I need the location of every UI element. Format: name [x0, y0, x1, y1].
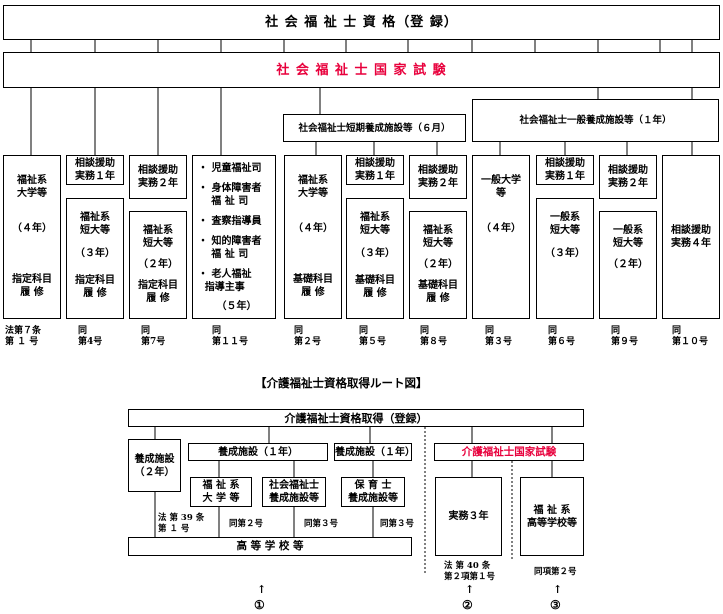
social-worker-qualification-title: 社 会 福 祉 士 資 格（登 録） [3, 5, 720, 40]
col1-box: 福祉系 大学等 （４年） 指定科目 履 修 [3, 155, 61, 319]
col9-box: 一般系 短大等 （３年） [536, 198, 594, 319]
col3-foot: 指定科目 履 修 [138, 280, 178, 304]
care-exam-box: 介護福祉士国家試験 [434, 443, 584, 461]
col1-title: 福祉系 大学等 [17, 175, 47, 199]
col10-ref: 同 第９号 [611, 326, 639, 347]
col7-title: 福祉系 短大等 [423, 225, 453, 249]
care-welfare-highschool-box: 福 祉 系 高等学校等 [520, 477, 584, 556]
care-route-caption: 【介護福祉士資格取得ルート図】 [255, 376, 428, 390]
col2-years: （３年） [75, 248, 115, 259]
col9-ref: 同 第６号 [548, 326, 576, 347]
col4-ref: 同 第１１号 [212, 326, 249, 347]
col10-top-box: 相談援助 実務２年 [599, 155, 657, 199]
col7-foot: 基礎科目 履 修 [418, 280, 458, 304]
col6-top-box: 相談援助 実務１年 [346, 155, 404, 185]
care-social-facility-box: 社会福祉士 養成施設等 [262, 477, 326, 507]
col10-years: （２年） [608, 259, 648, 270]
col3-title: 福祉系 短大等 [143, 225, 173, 249]
col11-box: 相談援助 実務４年 [662, 155, 720, 319]
col3-ref: 同 第7号 [141, 326, 166, 347]
route-3-marker: ③ [550, 598, 561, 612]
col6-title: 福祉系 短大等 [360, 212, 390, 236]
route-2-arrow: ↑ [465, 583, 475, 596]
col4-item-1: ・ 児童福祉司 [198, 163, 262, 174]
col8-years: （４年） [481, 223, 521, 234]
col6-box: 福祉系 短大等 （３年） 基礎科目 履 修 [346, 198, 404, 319]
short-term-facility-box: 社会福祉士短期養成施設等（６月） [283, 114, 466, 142]
col4-item-5: ・ 老人福祉 指導主事 [198, 269, 252, 293]
col4-item-3: ・ 査察指導員 [198, 216, 262, 227]
col5-ref: 同 第２号 [294, 326, 322, 347]
col1-ref: 法第７条 第 １ 号 [5, 326, 42, 347]
col5-years: （４年） [293, 223, 333, 234]
route-2-marker: ② [462, 598, 473, 612]
care-practice-box: 実務３年 [435, 477, 502, 556]
general-facility-box: 社会福祉士一般養成施設等（１年） [472, 99, 719, 142]
col2-title: 福祉系 短大等 [80, 212, 110, 236]
col7-box: 福祉系 短大等 （２年） 基礎科目 履 修 [409, 211, 467, 319]
col2-box: 福祉系 短大等 （３年） 指定科目 履 修 [66, 198, 124, 319]
col6-ref: 同 第５号 [359, 326, 387, 347]
col1-foot: 指定科目 履 修 [12, 274, 52, 298]
care-ref-3b: 同第３号 [380, 519, 415, 529]
care-ref-3: 同第３号 [304, 519, 339, 529]
col7-years: （２年） [418, 259, 458, 270]
col8-ref: 同 第３号 [485, 326, 513, 347]
care-facility-1yr-b: 養成施設（１年） [334, 443, 415, 461]
care-facility-1yr: 養成施設（１年） [188, 443, 328, 461]
col9-years: （３年） [545, 248, 585, 259]
social-worker-exam-bar: 社 会 福 祉 士 国 家 試 験 [3, 52, 720, 88]
col5-foot: 基礎科目 履 修 [293, 274, 333, 298]
col10-box: 一般系 短大等 （２年） [599, 211, 657, 319]
care-nursery-facility-box: 保 育 士 養成施設等 [341, 477, 405, 507]
care-univ-box: 福 祉 系 大 学 等 [190, 477, 252, 507]
col6-years: （３年） [355, 248, 395, 259]
col8-title: 一般大学 等 [481, 175, 521, 199]
col4-item-4: ・ 知的障害者 福 祉 司 [198, 236, 262, 260]
col2-ref: 同 第4号 [78, 326, 103, 347]
route-3-arrow: ↑ [553, 583, 563, 596]
col5-title: 福祉系 大学等 [298, 175, 328, 199]
col2-top-box: 相談援助 実務１年 [66, 155, 124, 185]
col11-ref: 同 第１０号 [672, 326, 709, 347]
col7-top-box: 相談援助 実務２年 [409, 155, 467, 199]
col2-foot: 指定科目 履 修 [75, 275, 115, 299]
col10-title: 一般系 短大等 [613, 225, 643, 249]
col4-item-2: ・ 身体障害者 福 祉 司 [198, 183, 262, 207]
col5-box: 福祉系 大学等 （４年） 基礎科目 履 修 [284, 155, 342, 319]
col9-title: 一般系 短大等 [550, 212, 580, 236]
care-facility-2yr: 養成施設 （２年） [128, 439, 181, 492]
route-1-arrow: ↑ [257, 583, 267, 596]
care-ref-2: 同第２号 [229, 519, 264, 529]
care-highschool-box: 高 等 学 校 等 [128, 537, 412, 556]
col1-years: （４年） [12, 223, 52, 234]
care-qualification-title: 介護福祉士資格取得（登録） [128, 409, 584, 427]
care-ref-1: 法 第 39 条 第 １ 号 [158, 513, 205, 534]
col7-ref: 同 第８号 [420, 326, 448, 347]
col3-box: 福祉系 短大等 （２年） 指定科目 履 修 [129, 211, 187, 319]
col9-top-box: 相談援助 実務１年 [536, 155, 594, 185]
care-ref-5: 同項第２号 [534, 567, 577, 577]
col4-years: （５年） [216, 301, 257, 312]
col3-top-box: 相談援助 実務２年 [129, 155, 187, 199]
col6-foot: 基礎科目 履 修 [355, 275, 395, 299]
col8-box: 一般大学 等 （４年） [472, 155, 530, 319]
care-ref-4: 法 第 40 条 第２項第１号 [444, 561, 496, 582]
col3-years: （２年） [138, 259, 178, 270]
route-1-marker: ① [254, 598, 265, 612]
col4-box: ・ 児童福祉司 ・ 身体障害者 福 祉 司 ・ 査察指導員 ・ 知的障害者 福 … [192, 155, 276, 319]
